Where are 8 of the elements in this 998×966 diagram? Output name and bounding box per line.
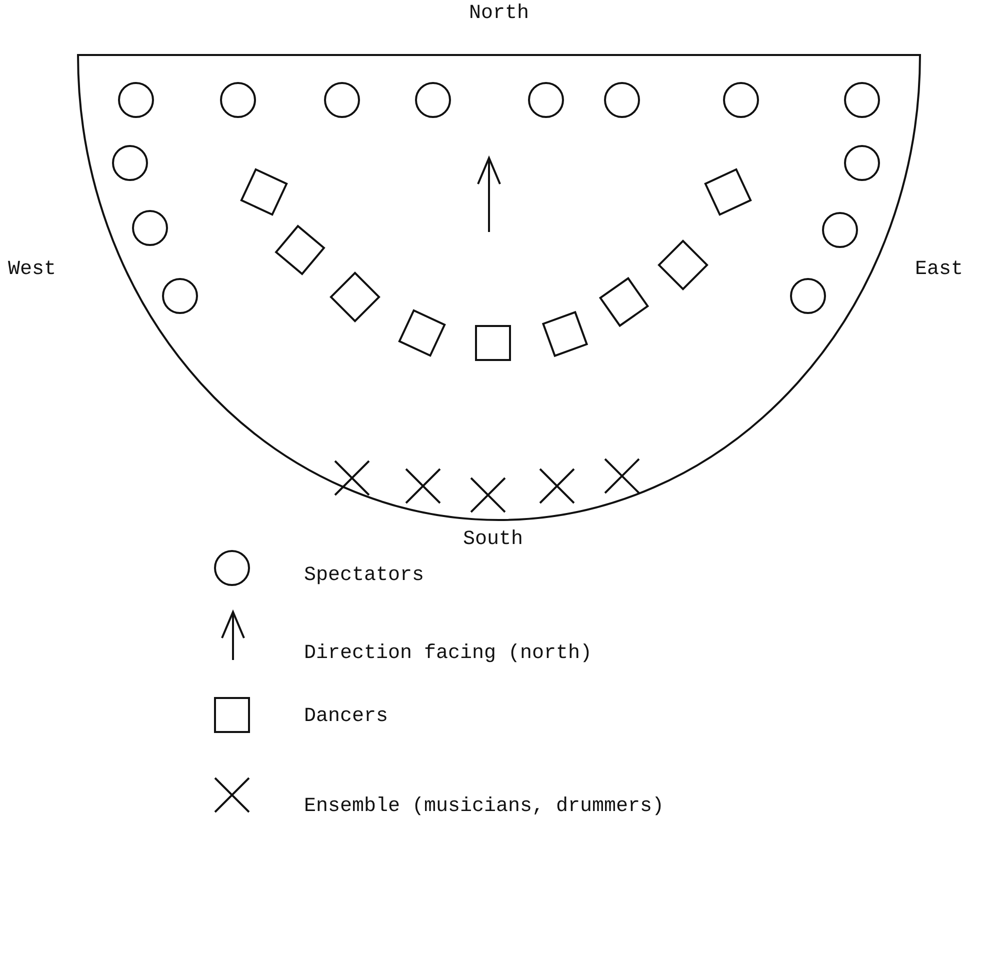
legend-label: Direction facing (north) [304,642,592,666]
compass-label: East [915,258,964,282]
legend-label: Spectators [304,564,424,588]
compass-label: South [463,528,523,552]
compass-label: North [469,2,529,26]
legend-label: Ensemble (musicians, drummers) [304,795,664,819]
legend-label: Dancers [304,705,388,729]
compass-label: West [8,258,56,282]
